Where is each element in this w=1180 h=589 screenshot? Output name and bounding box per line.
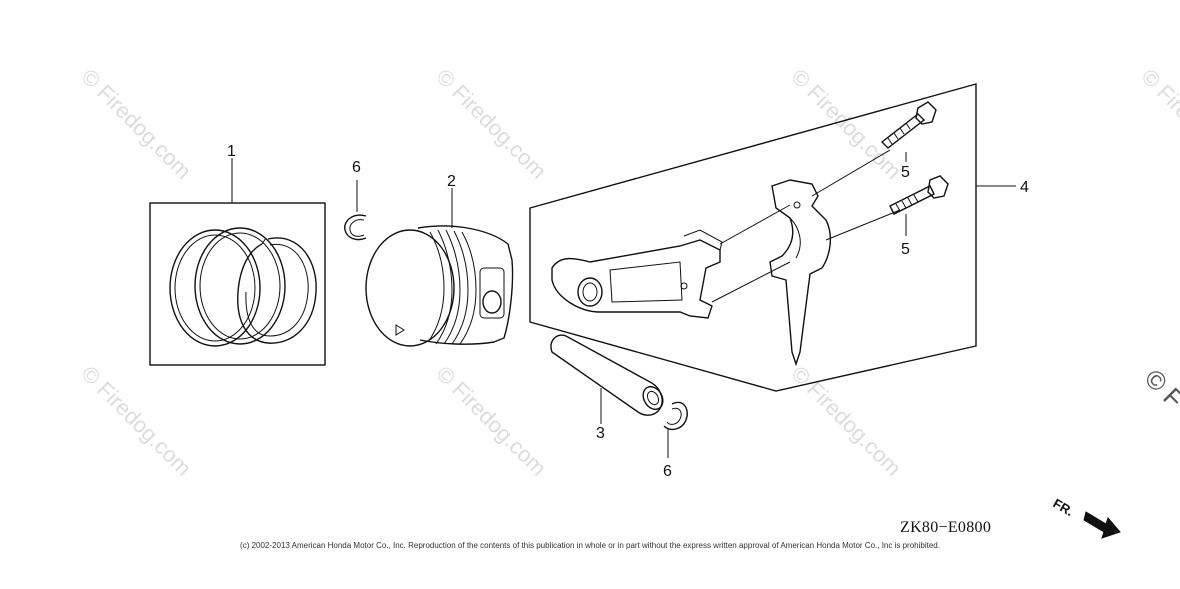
watermark-2: © Firedog.com <box>431 64 551 184</box>
callout-bolt-lower: 5 <box>901 241 910 258</box>
clip-right <box>663 401 688 458</box>
diagram-code: ZK80−E0800 <box>900 519 992 536</box>
piston-pin <box>550 334 664 424</box>
watermark-edge: © F <box>1139 363 1180 414</box>
front-arrow-icon <box>1083 511 1121 539</box>
watermark-3: © Firedog.com <box>786 64 906 184</box>
callout-clip-right: 6 <box>663 463 672 480</box>
watermark-4: © Firedog.com <box>1136 64 1180 184</box>
front-direction-indicator: FR. <box>1051 496 1121 539</box>
front-label: FR. <box>1051 496 1077 519</box>
bolt-lower <box>889 175 949 236</box>
watermark-5: © Firedog.com <box>76 361 196 481</box>
clip-left <box>344 180 367 241</box>
watermark-7: © Firedog.com <box>786 361 906 481</box>
copyright-notice: (c) 2002-2013 American Honda Motor Co., … <box>240 541 940 550</box>
piston <box>365 188 514 347</box>
connecting-rod-assembly <box>529 83 1016 392</box>
callout-piston-pin: 3 <box>596 425 605 442</box>
rod-frame <box>529 83 977 392</box>
watermark-1: © Firedog.com <box>76 64 196 184</box>
callout-clip-left: 6 <box>352 159 361 176</box>
ring-set-frame <box>149 202 326 366</box>
callout-bolt-upper: 5 <box>901 164 910 181</box>
bolt-upper <box>880 101 937 162</box>
callout-connecting-rod: 4 <box>1020 179 1029 196</box>
piston-ring-set <box>149 158 326 366</box>
callout-piston: 2 <box>447 173 456 190</box>
watermark-6: © Firedog.com <box>431 361 551 481</box>
callout-ring-set: 1 <box>227 143 236 160</box>
